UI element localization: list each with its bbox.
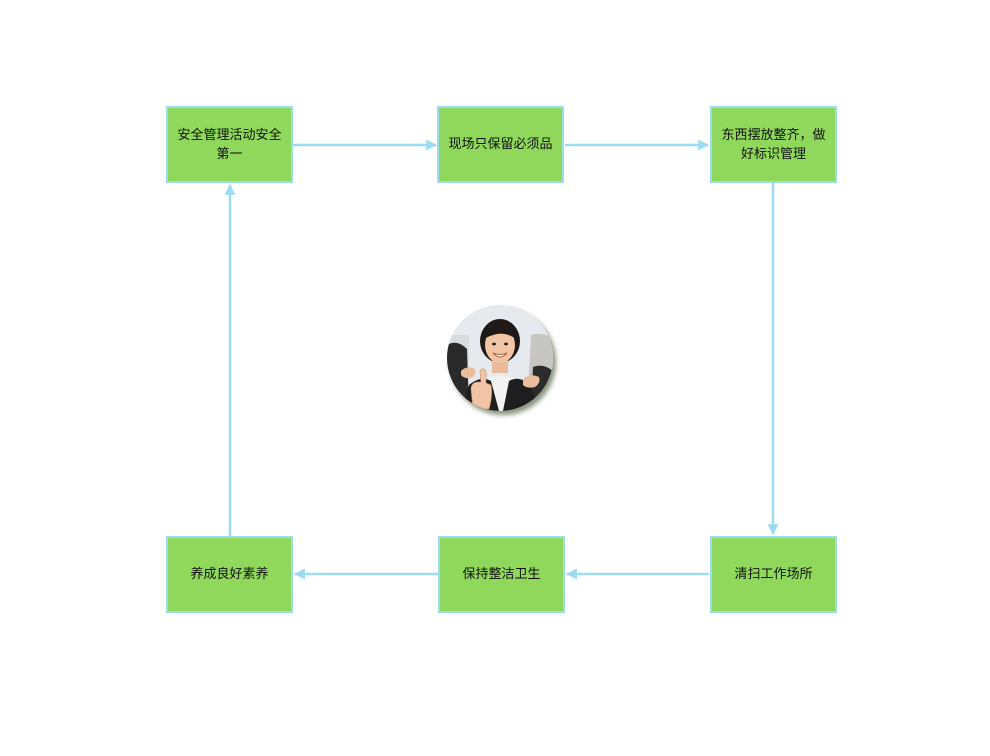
node-safety: 安全管理活动安全第一 [166, 106, 293, 183]
node-keep-tidy: 保持整洁卫生 [438, 536, 565, 613]
person-photo-illustration [447, 305, 553, 411]
node-keep-necessities: 现场只保留必须品 [437, 106, 564, 183]
person-photo [447, 305, 553, 411]
node-good-habits: 养成良好素养 [166, 536, 293, 613]
node-arrange-label: 东西摆放整齐，做好标识管理 [710, 106, 837, 183]
node-clean-workplace: 清扫工作场所 [710, 536, 837, 613]
